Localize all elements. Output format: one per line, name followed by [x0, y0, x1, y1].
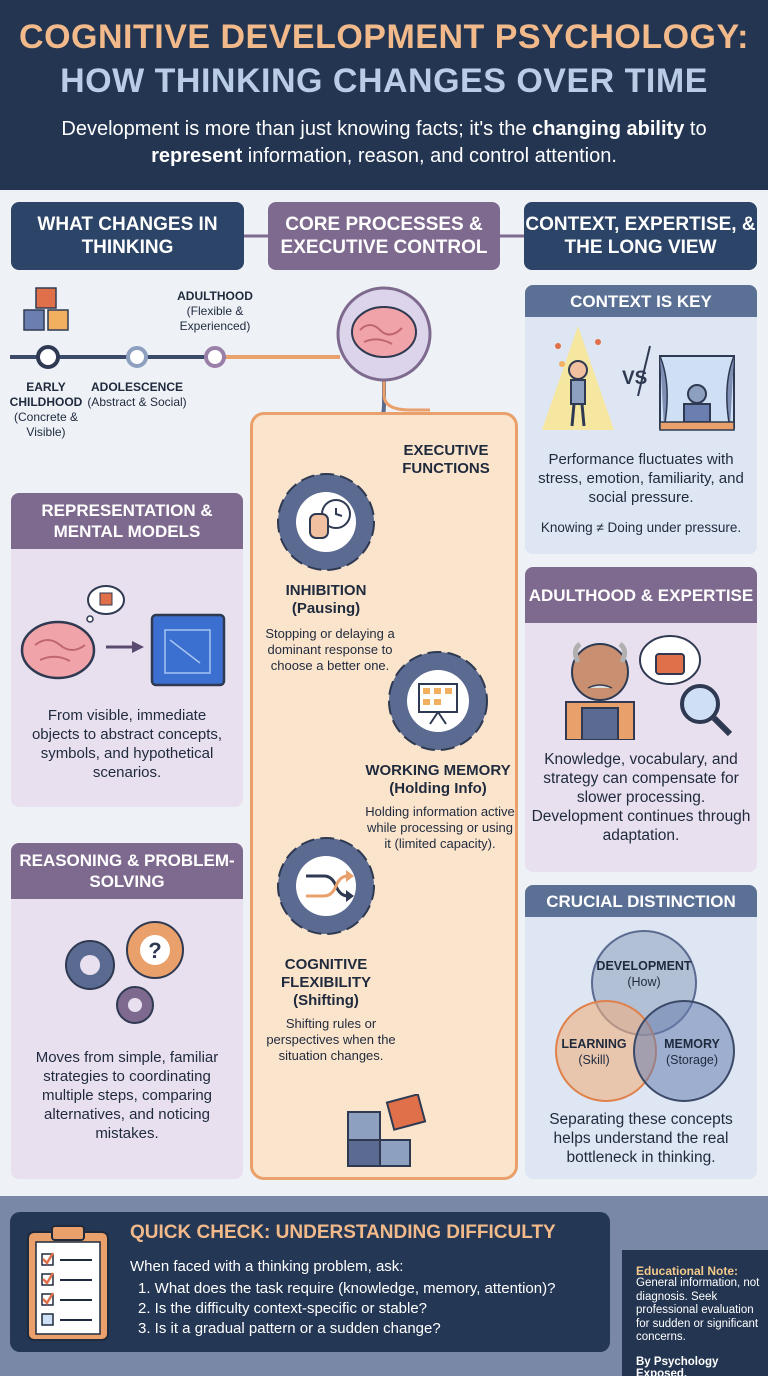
header-banner	[0, 0, 768, 190]
educational-note-text: General information, not diagnosis. Seek…	[636, 1277, 760, 1343]
working-memory-text: Holding information active while process…	[365, 804, 515, 851]
context-title: CONTEXT IS KEY	[525, 285, 757, 317]
puzzle-icon	[347, 1094, 427, 1167]
representation-text: From visible, immediate objects to abstr…	[31, 707, 223, 781]
distinction-text: Separating these concepts helps understa…	[549, 1111, 733, 1166]
venn-diagram	[555, 930, 735, 1102]
timeline-adolescence: ADOLESCENCE(Abstract & Social)	[87, 380, 187, 409]
inhibition-text: Stopping or delaying a dominant response…	[265, 626, 395, 673]
working-memory-title: WORKING MEMORY (Holding Info)	[365, 762, 511, 797]
distinction-title: CRUCIAL DISTINCTION	[525, 885, 757, 917]
column-head-left: WHAT CHANGES IN THINKING	[11, 202, 244, 270]
reasoning-title: REASONING & PROBLEM-SOLVING	[11, 843, 243, 899]
svg-text:?: ?	[148, 938, 161, 963]
adulthood-text: Knowledge, vocabulary, and strategy can …	[531, 751, 751, 844]
adulthood-title: ADULTHOOD & EXPERTISE	[525, 567, 757, 623]
quick-check-item: 1. What does the task require (knowledge…	[138, 1280, 556, 1297]
timeline-line	[10, 345, 340, 369]
educational-note-title: Educational Note:	[636, 1264, 739, 1278]
shuffle-gear-icon	[277, 837, 375, 935]
timeline-adulthood: ADULTHOOD(Flexible & Experienced)	[177, 289, 253, 333]
page-title-line1: COGNITIVE DEVELOPMENT PSYCHOLOGY:	[19, 18, 749, 56]
gears-question-icon: ?	[65, 921, 184, 1024]
page-title-line2: HOW THINKING CHANGES OVER TIME	[60, 62, 708, 100]
checklist-icon	[27, 1225, 109, 1341]
reasoning-text: Moves from simple, familiar strategies t…	[35, 1049, 219, 1142]
executive-functions-heading: EXECUTIVE FUNCTIONS	[402, 442, 490, 477]
quick-check-intro: When faced with a thinking problem, ask:	[130, 1258, 404, 1275]
flexibility-text: Shifting rules or perspectives when the …	[266, 1016, 396, 1063]
credit-label: By Psychology Exposed.	[636, 1356, 719, 1376]
elder-expertise-icon	[565, 635, 733, 740]
context-note: Knowing ≠ Doing under pressure.	[540, 520, 742, 535]
quick-check-title: QUICK CHECK: UNDERSTANDING DIFFICULTY	[130, 1222, 556, 1243]
timeline-early-childhood: EARLY CHILDHOOD(Concrete & Visible)	[9, 380, 83, 439]
quick-check-item: 2. Is the difficulty context-specific or…	[138, 1300, 428, 1317]
brain-icon	[336, 286, 432, 382]
venn-learning: LEARNING(Skill)	[561, 1037, 627, 1067]
whiteboard-gear-icon	[388, 651, 488, 751]
representation-title: REPRESENTATION & MENTAL MODELS	[11, 493, 243, 549]
venn-development: DEVELOPMENT(How)	[596, 959, 692, 989]
blocks-icon	[23, 287, 69, 331]
venn-memory: MEMORY(Storage)	[664, 1037, 720, 1067]
inhibition-title: INHIBITION (Pausing)	[285, 582, 367, 617]
flexibility-title: COGNITIVE FLEXIBILITY (Shifting)	[281, 956, 371, 1009]
vs-label: VS	[622, 368, 648, 389]
column-head-right: CONTEXT, EXPERTISE, & THE LONG VIEW	[524, 202, 757, 270]
quick-check-item: 3. Is it a gradual pattern or a sudden c…	[138, 1320, 441, 1337]
brain-to-blueprint-icon	[20, 585, 226, 687]
quick-check-box	[10, 1212, 610, 1352]
educational-note-box	[622, 1250, 768, 1376]
column-head-center: CORE PROCESSES & EXECUTIVE CONTROL	[268, 202, 500, 270]
spotlight-vs-window-icon	[542, 326, 735, 431]
hand-clock-gear-icon	[277, 473, 375, 571]
context-text: Performance fluctuates with stress, emot…	[538, 451, 744, 506]
page-subtitle: Development is more than just knowing fa…	[61, 118, 707, 167]
